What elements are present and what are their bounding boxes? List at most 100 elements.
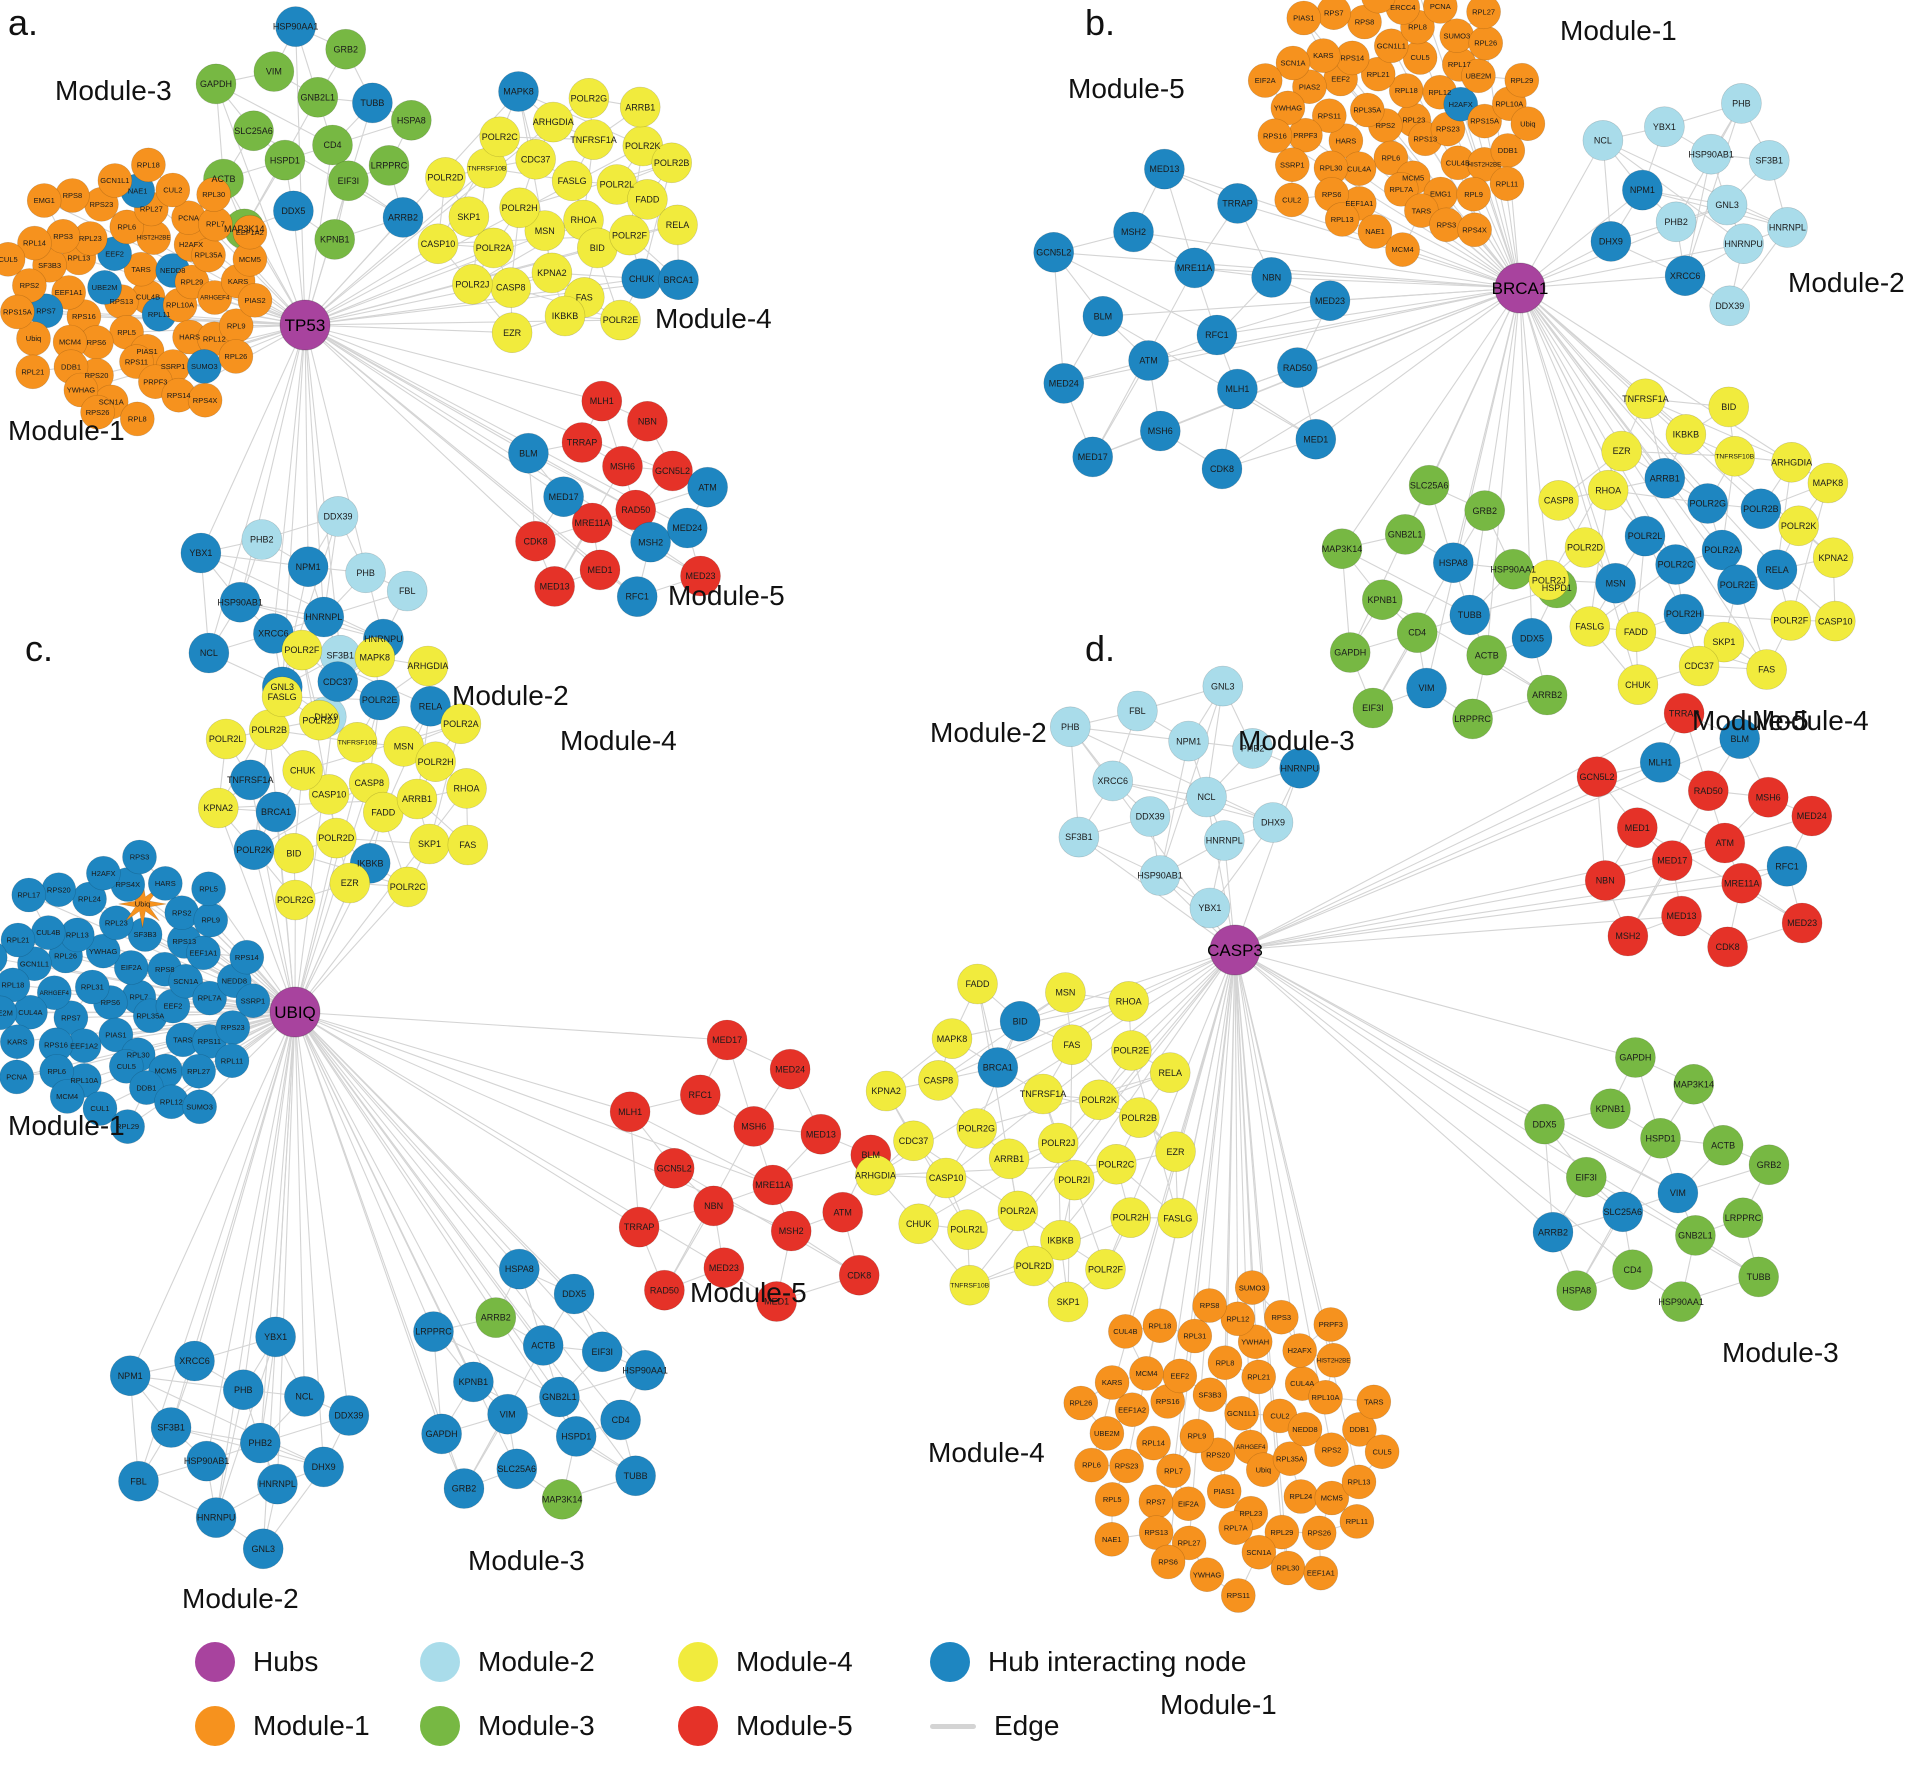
node-label: ARHGDIA [1771,457,1812,467]
node [1234,1270,1270,1305]
node [1361,0,1396,14]
node [281,629,323,671]
node-label: RPS7 [36,306,56,315]
node-label: FAS [1758,665,1775,675]
node [415,741,456,783]
node-label: NCL [1594,136,1612,146]
node [1094,1522,1130,1557]
node [1687,483,1728,524]
node-label: RPL10A [1495,99,1523,108]
node-label: CUL4B [1113,1327,1137,1336]
node [1663,692,1705,734]
node [1767,207,1808,248]
node-label: NBN [638,417,657,427]
node-label: RPS6 [1158,1558,1178,1567]
node [188,632,230,674]
node-label: SUMO3 [1443,31,1470,40]
node [274,879,316,921]
node-label: POLR2E [1114,1046,1150,1056]
node-label: SF3B1 [1756,156,1784,166]
node [498,1248,540,1290]
node [1489,166,1525,201]
node-label: SUMO3 [186,1102,213,1111]
node-label: RHOA [1595,485,1621,495]
node-label: RPL23 [105,918,128,927]
node [1274,182,1309,218]
node [229,939,265,975]
hub-node [1209,924,1261,976]
node [328,1395,370,1436]
node [680,555,721,597]
node [475,1297,517,1338]
node-label: GCN5L2 [655,466,690,476]
node-label: GCN1L1 [1227,1409,1256,1418]
node [1050,706,1091,748]
node [155,172,191,208]
node-label: KPNB1 [1368,595,1398,605]
node-label: MAPK8 [1813,478,1844,488]
node [1204,820,1245,861]
node-label: TRRAP [1669,708,1700,718]
node [541,1479,583,1520]
node [297,77,339,118]
node [98,1017,134,1053]
legend-label: Hubs [253,1646,319,1677]
node [1247,63,1283,98]
node [703,1247,745,1288]
node [1043,363,1085,404]
node [1108,981,1149,1022]
node-label: POLR2G [571,94,608,104]
legend-label: Hub interacting node [988,1646,1247,1677]
node [109,209,145,245]
node [15,354,51,390]
panel-label-c: c. [25,628,54,669]
node [687,466,728,508]
node [977,1047,1019,1088]
node-label: HSP90AA1 [273,22,319,32]
node [242,1528,284,1570]
node-label: RPL27 [1472,7,1495,16]
node [756,1281,797,1322]
node [87,270,122,305]
node [1192,1377,1228,1413]
node [1664,255,1706,297]
node-label: MED24 [1797,811,1827,821]
node-label: POLR2G [1689,499,1726,509]
node [1374,28,1409,64]
node-label: POLR2H [1113,1213,1149,1223]
node [1373,140,1409,176]
node [1156,1453,1191,1489]
node [1096,1144,1137,1185]
node [1272,1441,1308,1476]
node-label: CD4 [323,140,341,150]
node-label: RPL26 [1474,39,1497,48]
node [1168,720,1209,762]
node [97,163,133,198]
node-label: RPL14 [23,239,46,248]
node-label: MED13 [1666,911,1696,921]
node [1117,690,1158,732]
node-label: SF3B3 [134,930,157,939]
node-label: IKBKB [552,311,579,321]
node-label: RPL29 [180,278,203,287]
node-label: PHB [1732,99,1751,109]
node [443,1468,485,1509]
node-label: PHB [234,1385,253,1395]
node-label: CASP10 [312,790,347,800]
node-label: RPL12 [1226,1315,1249,1324]
node-label: NBN [1262,273,1281,283]
node-label: FASLG [1575,622,1604,632]
node-label: YWHAG [67,386,96,395]
node [1612,1249,1653,1290]
node-label: CUL4B [1446,158,1470,167]
node-label: EEF1A1 [1307,1569,1335,1578]
node [1433,542,1474,584]
node-label: BID [1721,402,1737,412]
node-label: RPL14 [1142,1439,1165,1448]
node-label: SUMO3 [191,362,218,371]
node-label: RPL6 [1082,1461,1101,1470]
node [196,177,231,212]
node-label: MED17 [549,492,579,502]
node-label: DDX39 [1715,301,1744,311]
node [1085,1248,1126,1290]
